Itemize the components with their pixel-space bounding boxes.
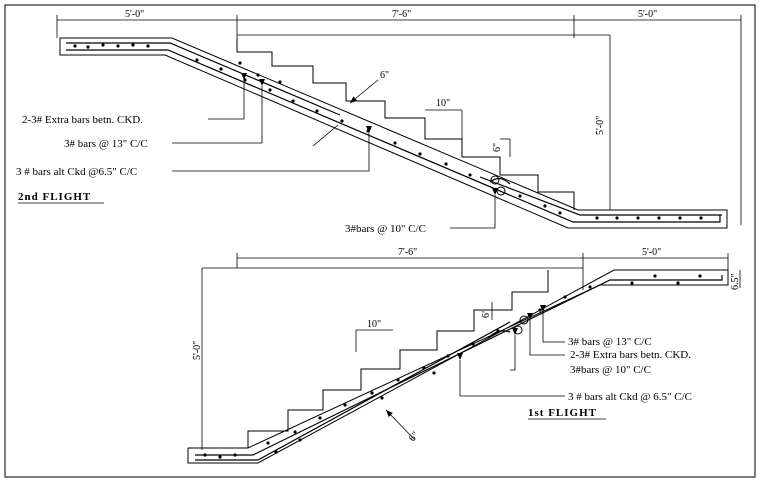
dim-tread: 10" [436, 98, 450, 109]
steps [236, 38, 575, 210]
label-main-bars: 3# bars @ 13" C/C [64, 138, 148, 150]
top-bar-lower [479, 176, 722, 216]
slab-outline [187, 269, 729, 464]
second-flight: 5'-0" 7'-6" 5'-0" 5'-0" [16, 9, 742, 235]
dim-landing: 5'-0" [642, 247, 661, 258]
steps [247, 270, 549, 448]
dim-slab: 6" [380, 70, 389, 81]
flight-title: 2nd FLIGHT [18, 191, 91, 203]
label-extra-bars: 2-3# Extra bars betn. CKD. [570, 349, 691, 361]
top-bar [66, 42, 341, 116]
dim-going: 7'-6" [398, 247, 417, 258]
dim-riser: 6" [481, 309, 492, 318]
label-alt-bars: 3 # bars alt Ckd @ 6.5" C/C [568, 391, 692, 403]
label-main-bars: 3# bars @ 13" C/C [568, 336, 652, 348]
dim-height: 5'-0" [192, 341, 203, 360]
main-bar [66, 49, 721, 223]
label-alt-bars: 3 # bars alt Ckd @6.5" C/C [16, 166, 137, 178]
label-dist-bars: 3#bars @ 10" C/C [570, 364, 651, 376]
first-flight: 7'-6" 5'-0" 5'-0" 6.5" [187, 247, 741, 464]
label-extra-bars: 2-3# Extra bars betn. CKD. [22, 114, 143, 126]
rebar-dots [203, 274, 702, 459]
top-bar [195, 321, 511, 461]
slab-outline [59, 37, 728, 229]
dim-height: 5'-0" [595, 116, 606, 135]
dim-landing-thickness: 6.5" [730, 273, 741, 290]
dim-riser: 6" [492, 143, 503, 152]
dim-left-landing: 5'-0" [125, 9, 144, 20]
flight-title: 1st FLIGHT [528, 407, 597, 419]
dim-right-landing: 5'-0" [638, 9, 657, 20]
dim-tread: 10" [367, 319, 381, 330]
drawing-border [4, 4, 756, 478]
label-dist-bars: 3#bars @ 10" C/C [345, 223, 426, 235]
dim-going: 7'-6" [392, 9, 411, 20]
rebar-dots [73, 43, 703, 220]
dim-slab: 6" [407, 430, 421, 444]
